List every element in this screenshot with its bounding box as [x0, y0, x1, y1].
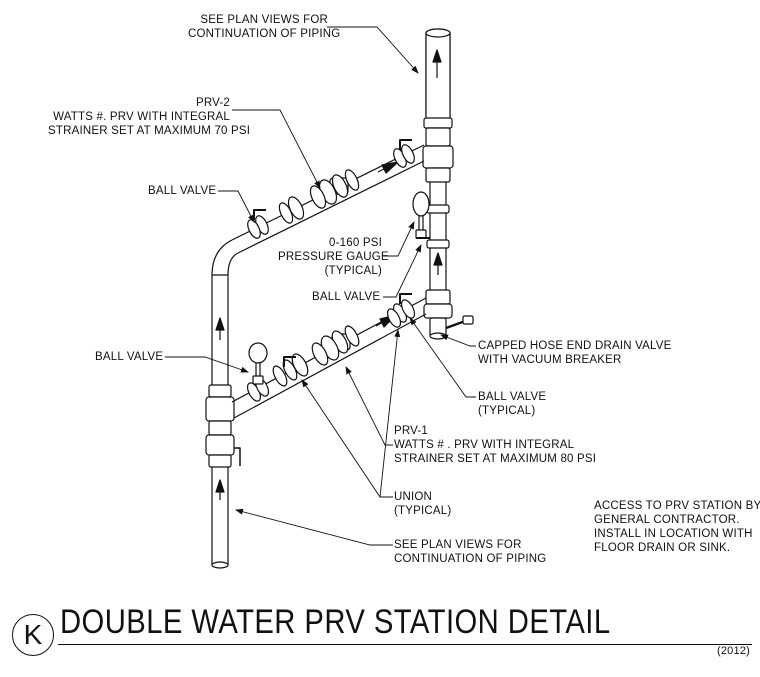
- label-line: SEE PLAN VIEWS FOR: [394, 539, 522, 551]
- pressure-gauge-upper: [412, 191, 430, 239]
- pressure-gauge-lower: [248, 342, 268, 385]
- label-union: UNION (TYPICAL): [394, 490, 451, 518]
- label-see-plan-bottom: SEE PLAN VIEWS FOR CONTINUATION OF PIPIN…: [394, 538, 546, 566]
- label-line: CONTINUATION OF PIPING: [188, 28, 341, 40]
- access-note: ACCESS TO PRV STATION BY GENERAL CONTRAC…: [594, 499, 760, 555]
- label-line: STRAINER SET AT MAXIMUM 70 PSI: [48, 125, 251, 137]
- title-underline: [58, 644, 752, 645]
- label-ball-valve-left: BALL VALVE: [95, 350, 163, 364]
- label-line: BALL VALVE: [478, 391, 547, 403]
- note-line: GENERAL CONTRACTOR.: [594, 514, 740, 526]
- leader-prv2: [232, 109, 321, 189]
- leader-ball-valve-upper: [218, 190, 255, 223]
- label-ball-valve-gauge: BALL VALVE: [312, 290, 380, 304]
- label-prv1: PRV-1 WATTS # . PRV WITH INTEGRAL STRAIN…: [394, 424, 596, 466]
- detail-letter: K: [23, 619, 43, 650]
- label-line: UNION: [394, 491, 433, 503]
- label-line: BALL VALVE: [148, 185, 217, 197]
- label-line: BALL VALVE: [95, 351, 164, 363]
- leader-ball-valve-gauge: [383, 244, 422, 298]
- note-line: ACCESS TO PRV STATION BY: [594, 500, 760, 512]
- detail-marker: K: [12, 614, 54, 656]
- leader-union-right: [379, 329, 401, 498]
- label-line: STRAINER SET AT MAXIMUM 80 PSI: [394, 453, 597, 465]
- label-line: 0-160 PSI: [329, 237, 382, 249]
- leader-ball-valve-left: [165, 356, 249, 373]
- label-ball-valve-upper: BALL VALVE: [148, 184, 216, 198]
- label-line: WITH VACUUM BREAKER: [478, 354, 622, 366]
- leader-see-plan-top: [327, 26, 419, 74]
- label-see-plan-top: SEE PLAN VIEWS FOR CONTINUATION OF PIPIN…: [188, 13, 340, 41]
- label-line: WATTS #. PRV WITH INTEGRAL: [53, 111, 230, 123]
- detail-year: (2012): [717, 645, 750, 657]
- leader-pressure-gauge: [383, 221, 415, 257]
- label-ball-valve-typical: BALL VALVE (TYPICAL): [478, 390, 546, 418]
- right-riser-pipe: [422, 28, 474, 340]
- label-line: PRV-2: [195, 97, 230, 109]
- upper-branch-pipe: [211, 139, 425, 276]
- left-riser-pipe: [205, 275, 241, 569]
- label-line: BALL VALVE: [312, 291, 381, 303]
- label-capped-drain: CAPPED HOSE END DRAIN VALVE WITH VACUUM …: [478, 339, 672, 367]
- label-line: (TYPICAL): [394, 505, 452, 517]
- label-line: PRESSURE GAUGE: [278, 251, 389, 263]
- leader-capped-drain: [440, 334, 476, 347]
- label-prv2: PRV-2 WATTS #. PRV WITH INTEGRAL STRAINE…: [48, 96, 251, 138]
- leader-ball-valve-typical: [409, 317, 476, 398]
- detail-title: DOUBLE WATER PRV STATION DETAIL: [60, 603, 611, 641]
- leader-prv1: [345, 366, 393, 446]
- leader-union-left: [301, 379, 393, 498]
- label-pressure-gauge: 0-160 PSI PRESSURE GAUGE (TYPICAL): [278, 236, 389, 278]
- label-line: SEE PLAN VIEWS FOR: [200, 14, 328, 26]
- label-line: (TYPICAL): [324, 265, 382, 277]
- label-line: WATTS # . PRV WITH INTEGRAL: [394, 439, 575, 451]
- label-line: CONTINUATION OF PIPING: [394, 553, 547, 565]
- leader-see-plan-bottom: [235, 508, 393, 546]
- label-line: (TYPICAL): [478, 405, 536, 417]
- note-line: FLOOR DRAIN OR SINK.: [594, 542, 731, 554]
- label-line: PRV-1: [394, 425, 429, 437]
- label-line: CAPPED HOSE END DRAIN VALVE: [478, 340, 672, 352]
- note-line: INSTALL IN LOCATION WITH: [594, 528, 753, 540]
